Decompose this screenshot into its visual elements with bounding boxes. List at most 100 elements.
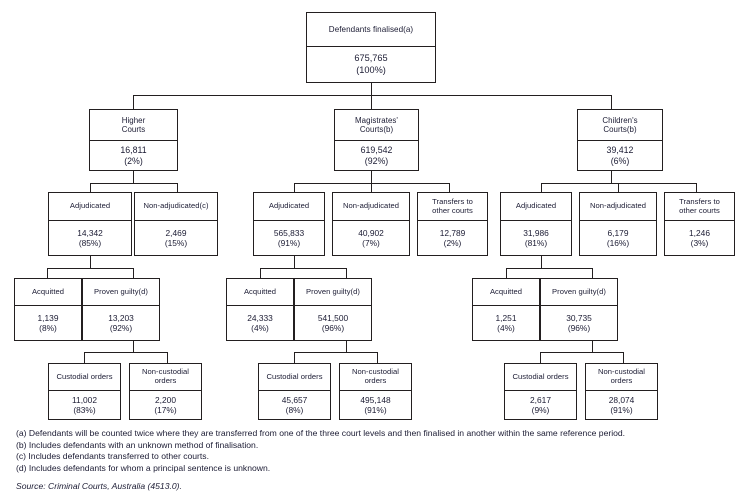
node-percent: (8%) — [39, 323, 57, 333]
connector-childrens-stem — [611, 171, 612, 184]
node-percent: (91%) — [610, 405, 633, 415]
node-percent: (2%) — [443, 238, 462, 248]
source-line: Source: Criminal Courts, Australia (4513… — [16, 481, 182, 491]
connector-higher-stem — [133, 171, 134, 184]
node-title: Non-adjudicated — [333, 193, 409, 221]
node-percent: (7%) — [362, 238, 380, 248]
node-childrens-non-adjudicated[interactable]: Non-adjudicated 6,179 (16%) — [579, 192, 657, 256]
node-count: 2,469 — [165, 227, 187, 238]
node-title: Adjudicated — [254, 193, 324, 221]
node-childrens-adjudicated[interactable]: Adjudicated 31,986 (81%) — [500, 192, 572, 256]
connector-drop-h-adj — [90, 183, 91, 192]
node-value: 2,617 (9%) — [505, 391, 576, 419]
node-count: 14,342 — [77, 227, 103, 238]
node-value: 24,333 (4%) — [227, 306, 293, 340]
connector-drop-childrens — [611, 95, 612, 109]
node-percent: (8%) — [285, 405, 304, 415]
node-value: 1,246 (3%) — [665, 221, 734, 255]
node-value: 13,203 (92%) — [83, 306, 159, 340]
node-higher-non-adjudicated[interactable]: Non-adjudicated(c) 2,469 (15%) — [134, 192, 218, 256]
node-value: 2,200 (17%) — [130, 391, 201, 419]
node-title: Adjudicated — [501, 193, 571, 221]
footnotes: (a) Defendants will be counted twice whe… — [16, 428, 732, 474]
connector-m-adj-stem — [294, 256, 295, 269]
node-percent: (91%) — [277, 238, 301, 248]
node-title: Adjudicated — [49, 193, 131, 221]
node-count: 24,333 — [247, 312, 273, 323]
connector-level2-bus — [133, 95, 611, 96]
node-magistrates-custodial-orders[interactable]: Custodial orders 45,657 (8%) — [258, 363, 331, 420]
node-count: 31,986 — [523, 227, 549, 238]
node-magistrates-courts[interactable]: Magistrates' Courts(b) 619,542 (92%) — [334, 109, 419, 171]
node-percent: (4%) — [497, 323, 515, 333]
node-higher-adjudicated[interactable]: Adjudicated 14,342 (85%) — [48, 192, 132, 256]
node-count: 16,811 — [120, 144, 147, 155]
node-percent: (3%) — [690, 238, 709, 248]
node-childrens-transfers[interactable]: Transfers to other courts 1,246 (3%) — [664, 192, 735, 256]
node-higher-acquitted[interactable]: Acquitted 1,139 (8%) — [14, 278, 82, 341]
node-value: 619,542 (92%) — [335, 141, 418, 170]
node-percent: (15%) — [164, 238, 188, 248]
node-count: 541,500 — [317, 312, 349, 323]
connector-drop-magistrates — [371, 95, 372, 109]
connector-m-l4-bus — [260, 268, 346, 269]
footnote-d: (d) Includes defendants for whom a princ… — [16, 462, 271, 473]
node-childrens-courts[interactable]: Children's Courts(b) 39,412 (6%) — [577, 109, 663, 171]
node-value: 40,902 (7%) — [333, 221, 409, 255]
node-magistrates-acquitted[interactable]: Acquitted 24,333 (4%) — [226, 278, 294, 341]
node-count: 565,833 — [273, 227, 305, 238]
node-higher-non-custodial-orders[interactable]: Non-custodial orders 2,200 (17%) — [129, 363, 202, 420]
connector-drop-h-guilty — [133, 268, 134, 278]
connector-h-guilty-stem — [133, 341, 134, 353]
node-percent: (85%) — [78, 238, 102, 248]
node-count: 12,789 — [439, 227, 466, 238]
node-higher-courts[interactable]: Higher Courts 16,811 (2%) — [89, 109, 178, 171]
node-title: Magistrates' Courts(b) — [335, 110, 418, 141]
connector-h-adj-stem — [90, 256, 91, 269]
node-percent: (91%) — [364, 405, 387, 415]
node-higher-proven-guilty[interactable]: Proven guilty(d) 13,203 (92%) — [82, 278, 160, 341]
footnote-c: (c) Includes defendants transferred to o… — [16, 451, 209, 462]
node-percent: (81%) — [524, 238, 548, 248]
node-percent: (2%) — [124, 155, 143, 166]
node-count: 13,203 — [108, 312, 134, 323]
node-title: Custodial orders — [505, 364, 576, 391]
node-title: Proven guilty(d) — [541, 279, 617, 306]
node-higher-custodial-orders[interactable]: Custodial orders 11,002 (83%) — [48, 363, 121, 420]
connector-h-l4-bus — [47, 268, 133, 269]
node-childrens-custodial-orders[interactable]: Custodial orders 2,617 (9%) — [504, 363, 577, 420]
footnote-a: (a) Defendants will be counted twice whe… — [16, 428, 626, 438]
node-magistrates-adjudicated[interactable]: Adjudicated 565,833 (91%) — [253, 192, 325, 256]
connector-drop-m-nonadj — [371, 183, 372, 192]
node-value: 14,342 (85%) — [49, 221, 131, 255]
node-childrens-non-custodial-orders[interactable]: Non-custodial orders 28,074 (91%) — [585, 363, 658, 420]
connector-drop-c-nonadj — [618, 183, 619, 192]
connector-drop-c-acq — [506, 268, 507, 278]
connector-drop-m-trans — [449, 183, 450, 192]
connector-drop-c-guilty — [592, 268, 593, 278]
node-childrens-proven-guilty[interactable]: Proven guilty(d) 30,735 (96%) — [540, 278, 618, 341]
node-count: 30,735 — [566, 312, 592, 323]
node-title: Non-custodial orders — [130, 364, 201, 391]
node-value: 675,765 (100%) — [307, 47, 435, 82]
node-defendants-finalised[interactable]: Defendants finalised(a) 675,765 (100%) — [306, 12, 436, 83]
node-value: 39,412 (6%) — [578, 141, 662, 170]
node-percent: (4%) — [251, 323, 269, 333]
node-title: Acquitted — [473, 279, 539, 306]
node-magistrates-non-custodial-orders[interactable]: Non-custodial orders 495,148 (91%) — [339, 363, 412, 420]
node-percent: (83%) — [73, 405, 96, 415]
node-value: 28,074 (91%) — [586, 391, 657, 419]
node-count: 39,412 — [606, 144, 634, 155]
node-count: 11,002 — [72, 394, 97, 405]
connector-root-stem — [371, 83, 372, 96]
node-childrens-acquitted[interactable]: Acquitted 1,251 (4%) — [472, 278, 540, 341]
connector-m-l5-bus — [294, 352, 377, 353]
node-magistrates-proven-guilty[interactable]: Proven guilty(d) 541,500 (96%) — [294, 278, 372, 341]
node-count: 2,200 — [155, 394, 176, 405]
node-title: Non-adjudicated(c) — [135, 193, 217, 221]
node-magistrates-transfers[interactable]: Transfers to other courts 12,789 (2%) — [417, 192, 488, 256]
node-magistrates-non-adjudicated[interactable]: Non-adjudicated 40,902 (7%) — [332, 192, 410, 256]
node-title: Acquitted — [227, 279, 293, 306]
node-value: 565,833 (91%) — [254, 221, 324, 255]
